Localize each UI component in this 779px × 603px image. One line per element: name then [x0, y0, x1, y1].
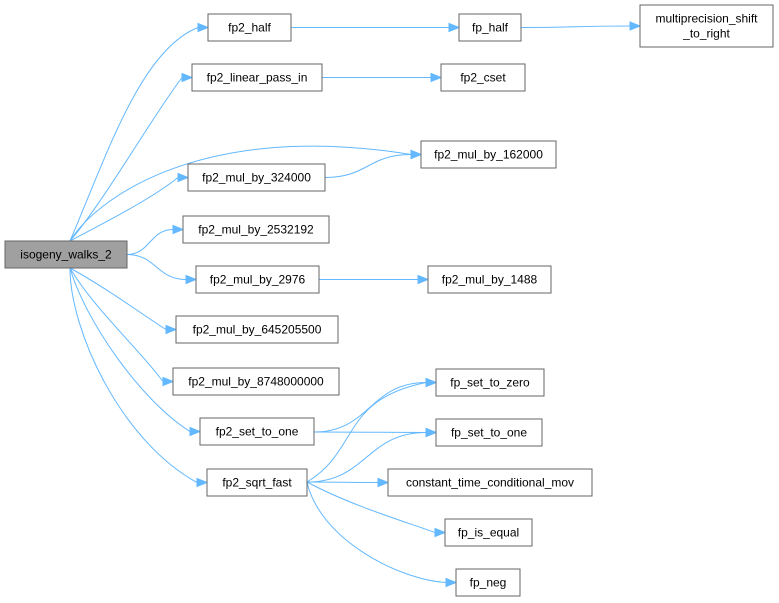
edge-fp2-half-to-fp-half [291, 22, 461, 33]
edge-fp2-sqrt-fast-to-constant-time-conditional-mov [306, 477, 390, 488]
node-box [207, 13, 292, 42]
node-isogeny-walks-2[interactable]: isogeny_walks_2 [4, 240, 128, 269]
edge-isogeny-walks-2-to-fp2-mul-by-2976 [126, 254, 198, 285]
node-label: fp_half [472, 21, 509, 35]
node-fp2-cset[interactable]: fp2_cset [440, 63, 526, 92]
node-box [187, 163, 326, 192]
node-fp2-sqrt-fast[interactable]: fp2_sqrt_fast [206, 468, 308, 497]
node-fp2-linear-pass-in[interactable]: fp2_linear_pass_in [191, 63, 323, 92]
node-label: fp2_sqrt_fast [222, 476, 292, 490]
node-fp2-mul-by-2532192[interactable]: fp2_mul_by_2532192 [182, 215, 330, 244]
node-box [199, 417, 315, 446]
edge-fp2-linear-pass-in-to-fp2-cset [322, 72, 443, 83]
node-label: constant_time_conditional_mov [406, 476, 574, 490]
edge-isogeny-walks-2-to-fp2-mul-by-324000 [69, 172, 190, 242]
node-fp2-mul-by-162000[interactable]: fp2_mul_by_162000 [420, 140, 557, 169]
node-label: fp2_mul_by_2976 [210, 273, 306, 287]
node-label: fp2_mul_by_8748000000 [188, 375, 324, 389]
node-label: fp_set_to_one [451, 426, 527, 440]
node-box [206, 468, 308, 497]
edge-fp2-mul-by-324000-to-fp2-mul-by-162000 [324, 149, 423, 178]
edge-isogeny-walks-2-to-fp2-sqrt-fast [69, 267, 209, 488]
edge-fp2-mul-by-2976-to-fp2-mul-by-1488 [318, 274, 430, 285]
node-label: fp2_linear_pass_in [207, 71, 308, 85]
edge-isogeny-walks-2-to-fp2-mul-by-8748000000 [69, 267, 175, 387]
node-label: fp2_mul_by_1488 [442, 273, 538, 287]
node-label: fp2_set_to_one [216, 425, 299, 439]
node-constant-time-conditional-mov[interactable]: constant_time_conditional_mov [387, 468, 593, 497]
node-label: fp2_mul_by_2532192 [198, 223, 314, 237]
node-label: fp2_mul_by_162000 [434, 148, 543, 162]
node-label: _to_right [682, 27, 730, 41]
node-fp2-mul-by-2976[interactable]: fp2_mul_by_2976 [195, 265, 320, 294]
node-fp2-mul-by-8748000000[interactable]: fp2_mul_by_8748000000 [172, 367, 340, 396]
node-fp-is-equal[interactable]: fp_is_equal [444, 518, 533, 547]
node-box [455, 568, 521, 597]
node-box [191, 63, 323, 92]
node-box [175, 315, 339, 344]
node-label: multiprecision_shift [655, 12, 758, 26]
node-box [182, 215, 330, 244]
node-fp2-mul-by-324000[interactable]: fp2_mul_by_324000 [187, 163, 326, 192]
node-box [458, 13, 522, 42]
node-box [639, 4, 774, 48]
edge-fp2-sqrt-fast-to-fp-set-to-zero [306, 377, 438, 483]
node-label: fp2_half [228, 21, 271, 35]
node-box [172, 367, 340, 396]
node-box [440, 63, 526, 92]
nodes-layer: isogeny_walks_2 fp2_half fp_half multipreci… [4, 4, 774, 597]
node-fp-set-to-zero[interactable]: fp_set_to_zero [435, 368, 545, 397]
node-fp2-set-to-one[interactable]: fp2_set_to_one [199, 417, 315, 446]
node-multiprecision-shift-to-right[interactable]: multiprecision_shift_to_right [639, 4, 774, 48]
edge-isogeny-walks-2-to-fp2-set-to-one [69, 267, 202, 437]
node-fp-half[interactable]: fp_half [458, 13, 522, 42]
node-label: fp_neg [470, 576, 507, 590]
edge-isogeny-walks-2-to-fp2-half [69, 22, 210, 242]
edge-fp2-sqrt-fast-to-fp-neg [306, 481, 458, 588]
node-fp-neg[interactable]: fp_neg [455, 568, 521, 597]
node-fp2-half[interactable]: fp2_half [207, 13, 292, 42]
edge-isogeny-walks-2-to-fp2-mul-by-2532192 [126, 224, 185, 255]
node-label: isogeny_walks_2 [20, 248, 112, 262]
edge-fp2-sqrt-fast-to-fp-is-equal [306, 481, 447, 538]
node-box [4, 240, 128, 269]
node-box [435, 418, 543, 447]
node-box [435, 368, 545, 397]
edge-fp2-sqrt-fast-to-fp-set-to-one [306, 427, 438, 483]
node-label: fp2_cset [460, 71, 506, 85]
node-label: fp_is_equal [458, 526, 519, 540]
edge-isogeny-walks-2-to-fp2-mul-by-645205500 [69, 267, 178, 335]
node-box [420, 140, 557, 169]
node-fp2-mul-by-1488[interactable]: fp2_mul_by_1488 [427, 265, 552, 294]
node-box [444, 518, 533, 547]
node-box [427, 265, 552, 294]
node-label: fp2_mul_by_324000 [202, 171, 311, 185]
node-box [387, 468, 593, 497]
node-label: fp_set_to_zero [450, 376, 530, 390]
edge-fp-half-to-multiprecision-shift-to-right [520, 21, 642, 31]
edge-isogeny-walks-2-to-fp2-linear-pass-in [69, 72, 194, 242]
node-box [195, 265, 320, 294]
edges-layer [69, 21, 642, 588]
node-fp-set-to-one[interactable]: fp_set_to_one [435, 418, 543, 447]
node-fp2-mul-by-645205500[interactable]: fp2_mul_by_645205500 [175, 315, 339, 344]
node-label: fp2_mul_by_645205500 [193, 323, 322, 337]
